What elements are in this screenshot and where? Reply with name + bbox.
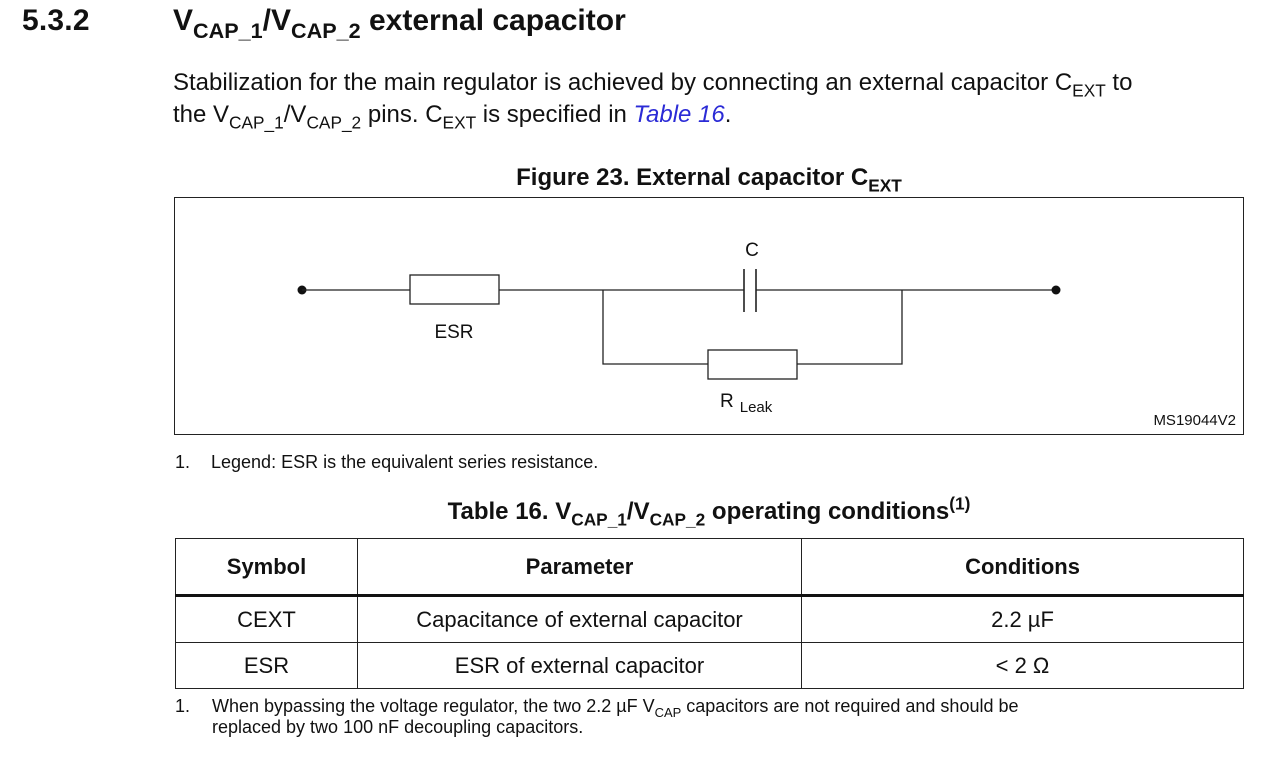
cell-conditions: < 2 Ω	[801, 642, 1244, 689]
table-caption: Table 16. VCAP_1/VCAP_2 operating condit…	[447, 493, 971, 530]
header-symbol: Symbol	[175, 538, 358, 597]
cell-symbol: CEXT	[175, 595, 358, 643]
intro-line-1: Stabilization for the main regulator is …	[173, 69, 1133, 101]
cell-parameter: ESR of external capacitor	[357, 642, 802, 689]
cell-parameter: Capacitance of external capacitor	[357, 595, 802, 643]
section-title: VCAP_1/VCAP_2 external capacitor	[173, 4, 626, 44]
cell-conditions: 2.2 µF	[801, 595, 1244, 643]
esr-resistor	[409, 274, 500, 305]
capacitor-label: C	[745, 240, 759, 261]
operating-conditions-table: Symbol Parameter Conditions CEXT Capacit…	[175, 538, 1244, 689]
header-parameter: Parameter	[357, 538, 802, 597]
header-conditions: Conditions	[801, 538, 1244, 597]
figure-id: MS19044V2	[1153, 412, 1236, 429]
table-header-row: Symbol Parameter Conditions	[175, 538, 1244, 597]
wire	[602, 290, 708, 365]
intro-paragraph: Stabilization for the main regulator is …	[173, 67, 1253, 131]
section-number: 5.3.2	[22, 4, 90, 37]
table-note-line-2: replaced by two 100 nF decoupling capaci…	[212, 717, 584, 737]
cell-symbol: ESR	[175, 642, 358, 689]
intro-line-2: the VCAP_1/VCAP_2 pins. CEXT is specifie…	[173, 101, 732, 133]
esr-label: ESR	[434, 322, 473, 343]
figure-note: 1.Legend: ESR is the equivalent series r…	[175, 452, 599, 472]
leakage-resistor	[707, 349, 798, 380]
table-note-line-1: When bypassing the voltage regulator, th…	[212, 696, 1019, 720]
wire	[797, 290, 903, 365]
table-16-link[interactable]: Table 16	[633, 101, 725, 128]
right-terminal	[1051, 285, 1061, 295]
table-row: CEXT Capacitance of external capacitor 2…	[175, 595, 1244, 643]
figure-caption: Figure 23. External capacitor CEXT	[516, 164, 902, 196]
table-row: ESR ESR of external capacitor < 2 Ω	[175, 642, 1244, 689]
